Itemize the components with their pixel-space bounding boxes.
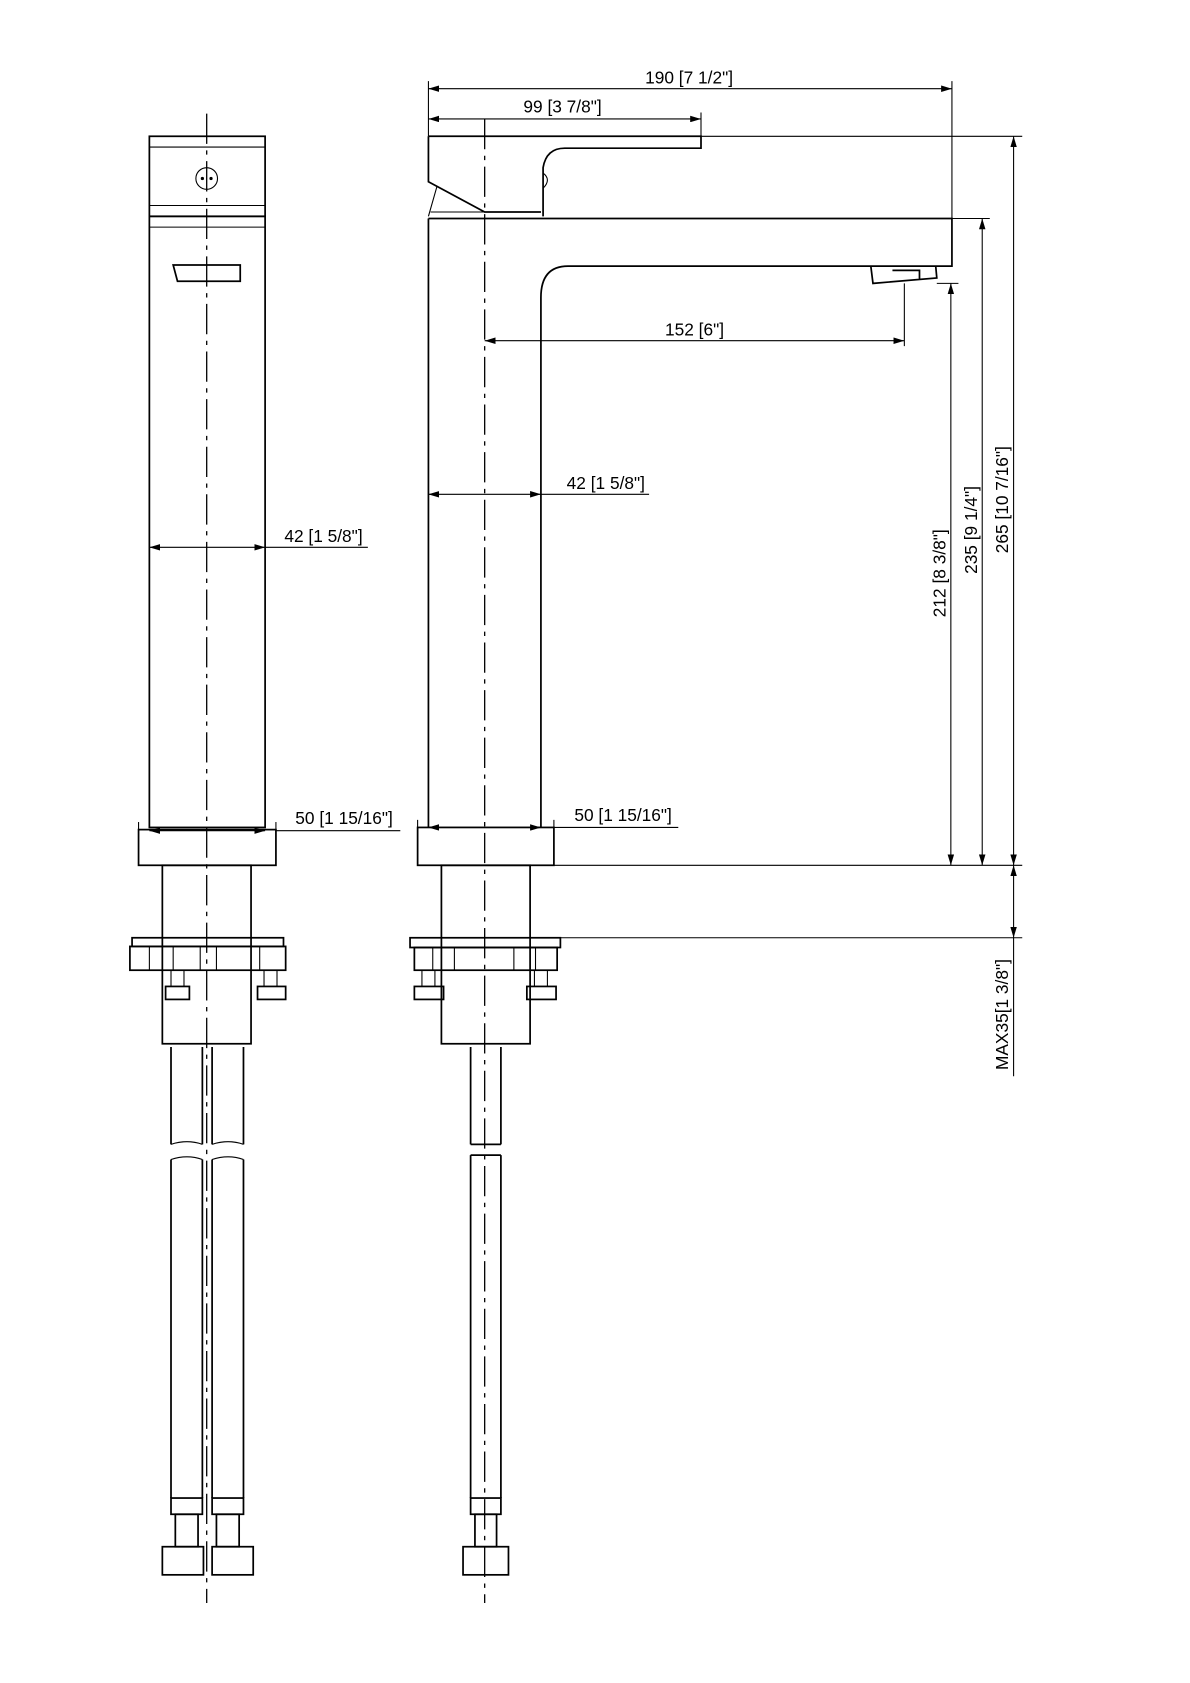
dim-handle-reach: 99 [3 7/8"] <box>523 96 601 116</box>
hoses <box>170 1047 245 1145</box>
shank <box>440 864 531 1045</box>
dim-overall-height: 265 [10 7/16"] <box>992 446 1012 553</box>
dim-spout-height: 235 [9 1/4"] <box>961 486 981 574</box>
aerator <box>869 265 938 285</box>
handle <box>427 135 702 217</box>
dim-base-width-front: 50 [1 15/16"] <box>295 808 393 828</box>
dim-spout-reach: 152 [6"] <box>665 319 724 339</box>
hose-fitting <box>161 1545 205 1576</box>
screw-icon <box>195 167 219 190</box>
dim-base-width-side: 50 [1 15/16"] <box>574 805 672 825</box>
dim-aerator-height: 212 [8 3/8"] <box>929 529 949 617</box>
front-view <box>129 113 287 1603</box>
spout-body <box>427 217 953 828</box>
dimensions: 190 [7 1/2"] 99 [3 7/8"] 152 [6"] 42 [1 … <box>138 67 1023 1077</box>
aerator <box>172 264 242 283</box>
base-plate <box>416 826 555 867</box>
mounting-nut <box>413 946 559 972</box>
shank <box>161 864 252 1045</box>
mounting-nut <box>129 945 287 972</box>
dim-body-width-front: 42 [1 5/8"] <box>284 526 362 546</box>
dim-max-deck-thickness: MAX35[1 3/8"] <box>992 959 1012 1070</box>
dim-overall-reach: 190 [7 1/2"] <box>645 67 733 87</box>
hose-fitting <box>462 1545 510 1576</box>
hose <box>469 1047 502 1499</box>
dim-body-width-side: 42 [1 5/8"] <box>567 473 645 493</box>
side-view <box>409 118 953 1603</box>
